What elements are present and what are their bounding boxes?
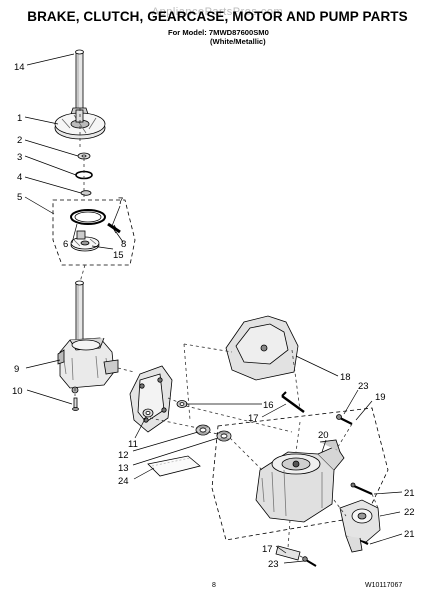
callout-21-bottom: 21 [404,529,415,540]
callout-18: 18 [340,372,351,383]
callout-1: 1 [17,113,22,124]
callout-17-bottom: 17 [262,544,273,555]
part-20-motor [255,439,345,523]
variant-line: (White/Metallic) [210,37,266,46]
callout-9: 9 [14,364,19,375]
callout-labels: 14 1 2 3 4 5 7 6 8 15 9 10 11 12 13 24 1… [12,62,415,570]
part-23-screw-top [336,414,353,425]
part-23-screw-bottom [302,556,317,567]
part-16-mounting-plate [129,365,173,433]
model-line: For Model: 7MWD87600SM0 [168,28,269,37]
part-19-motor-box [211,407,389,541]
callout-7: 7 [118,196,123,207]
callout-16: 16 [263,400,274,411]
callout-2: 2 [17,135,22,146]
callout-13: 13 [118,463,129,474]
callout-12: 12 [118,450,129,461]
part-18-motor-shield [225,315,299,381]
callout-3: 3 [17,152,22,163]
part-24-pad [147,455,201,477]
part-12-coupler [195,424,211,436]
model-subtitle: For Model: 7MWD87600SM0 (White/Metallic) [168,28,269,46]
document-id: W10117067 [365,582,403,589]
callout-4: 4 [17,172,22,183]
callout-14: 14 [14,62,25,73]
part-10-bolt [72,397,79,411]
part-17-bracket [275,545,301,561]
callout-5: 5 [17,192,22,203]
callout-8: 8 [121,239,126,250]
callout-11: 11 [128,439,138,450]
part-5-clutch-assembly-box [52,199,136,266]
callout-6: 6 [63,239,68,250]
callout-22: 22 [404,507,415,518]
callout-23-bottom: 23 [268,559,279,570]
callout-15: 15 [113,250,124,261]
part-22-pump [339,499,381,553]
part-4-washer [80,190,92,196]
callout-19: 19 [375,392,386,403]
part-16-nut [176,400,188,408]
callout-10: 10 [12,386,23,397]
part-11-bushing [142,408,154,418]
callout-23-top: 23 [358,381,369,392]
part-13-coupler [216,430,232,442]
page-number: 8 [212,582,216,589]
callout-17-top: 17 [248,413,259,424]
watermark-text: AppliancePartsPros.com [151,6,284,18]
callout-24: 24 [118,476,129,487]
page-title: BRAKE, CLUTCH, GEARCASE, MOTOR AND PUMP … [27,9,408,24]
part-14-shaft [70,49,89,115]
callout-20: 20 [318,430,329,441]
part-17-rod [281,391,305,413]
part-9-gearcase [57,280,119,394]
part-21-pin-top [350,482,373,496]
callout-21-top: 21 [404,488,415,499]
